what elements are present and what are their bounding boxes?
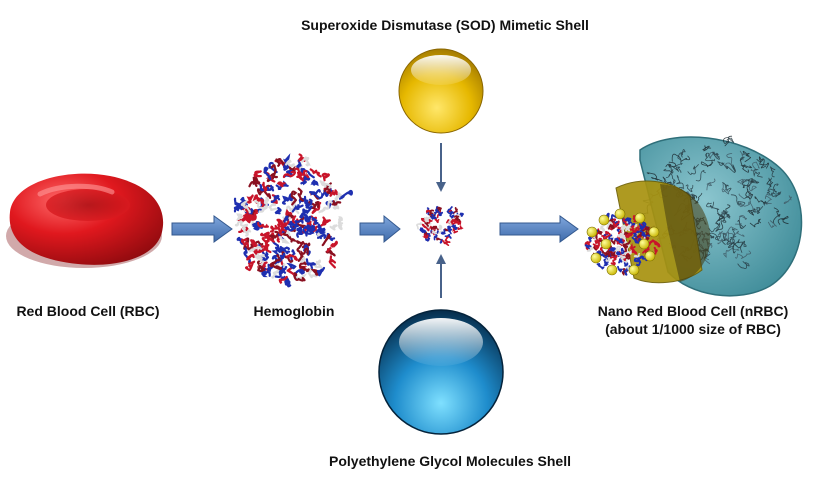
arrow-rbc-to-hemoglobin (171, 215, 233, 243)
red-blood-cell-illustration (6, 173, 164, 268)
peg-shell-sphere (378, 309, 504, 435)
arrow-peg-up (436, 254, 446, 298)
arrow-to-nano-rbc (499, 215, 579, 243)
hemoglobin-label: Hemoglobin (253, 303, 335, 319)
nano-rbc-illustration (584, 135, 803, 297)
arrow-hemoglobin-to-nano-hemoglobin (359, 214, 401, 244)
nano-rbc-label-line1: Nano Red Blood Cell (nRBC) (597, 303, 789, 319)
rbc-label: Red Blood Cell (RBC) (16, 303, 160, 319)
sod-shell-sphere (398, 48, 484, 134)
hemoglobin-protein-illustration (233, 153, 354, 288)
nano-hemoglobin-illustration (416, 205, 464, 247)
nano-rbc-label: Nano Red Blood Cell (nRBC) (about 1/1000… (588, 302, 798, 338)
sod-shell-label: Superoxide Dismutase (SOD) Mimetic Shell (301, 17, 589, 33)
peg-shell-label: Polyethylene Glycol Molecules Shell (329, 453, 571, 469)
nano-rbc-label-line2: (about 1/1000 size of RBC) (605, 321, 781, 337)
arrow-sod-down (436, 143, 446, 192)
